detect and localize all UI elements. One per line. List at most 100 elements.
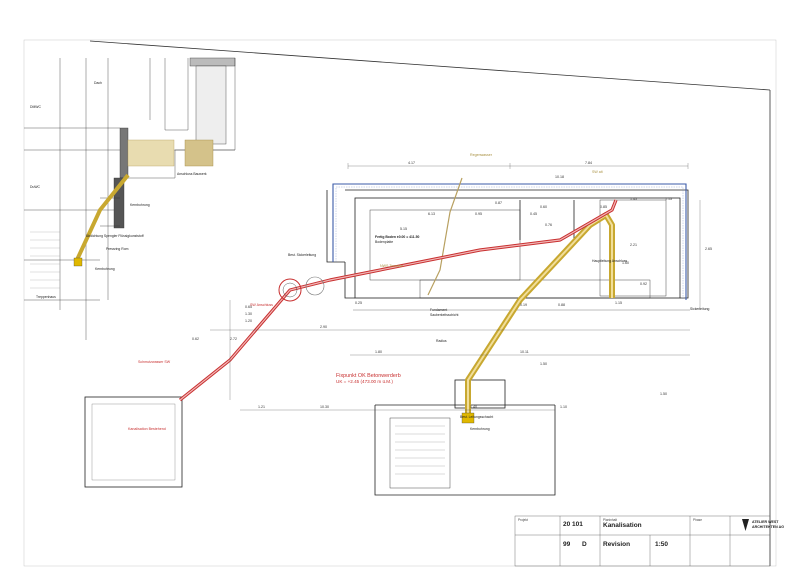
manhole-1-inner xyxy=(282,282,298,298)
pipe-main-gold xyxy=(465,212,615,420)
manhole-1 xyxy=(278,278,302,302)
label-sauberkeit: Sauberkeitsschicht xyxy=(430,313,459,317)
dim-150b: 1.50 xyxy=(660,392,667,396)
label-dmwc: DMWC xyxy=(30,105,41,109)
tb-phase-no: 99 xyxy=(563,541,571,548)
label-sw-alt: SW alt xyxy=(592,170,603,174)
label-sickerleitung: Sickerleitung xyxy=(690,307,710,311)
label-schmutzwasser: Schmutzwasser SW xyxy=(138,360,171,364)
inspection-shaft xyxy=(454,379,506,409)
dim-150: 1.50 xyxy=(540,362,547,366)
dim-784: 7.84 xyxy=(585,161,592,165)
dim-121: 1.21 xyxy=(258,405,265,409)
stair-left xyxy=(30,231,60,289)
stair-hatch-lower xyxy=(395,425,445,475)
label-best-leitung: Best. Leitungsschacht xyxy=(460,415,493,419)
dim-1030: 10.30 xyxy=(320,405,329,409)
dimension-lines xyxy=(210,163,701,411)
label-treppenhaus: Treppenhaus xyxy=(36,295,56,299)
label-bodenplatte: Bodenplatte xyxy=(375,240,393,244)
dim-1011: 10.11 xyxy=(520,350,529,354)
dim-045: 0.45 xyxy=(530,212,537,216)
dim-290: 2.90 xyxy=(320,325,327,329)
dim-1018: 10.18 xyxy=(555,175,564,179)
dim-120: 1.20 xyxy=(245,319,252,323)
tb-firm-line2: ARCHITEKTEN AG xyxy=(752,525,785,529)
dim-265: 2.65 xyxy=(705,247,712,251)
sheet-diagonal xyxy=(89,40,771,91)
plan-labels: DMWC DuWC Treppenhaus Dach Anschluss Bau… xyxy=(30,81,710,431)
label-kernbohrung-top: Kernbohrung xyxy=(130,203,150,207)
dim-062: 0.62 xyxy=(192,337,199,341)
dim-060: 0.60 xyxy=(540,205,547,209)
core-drill-bottom xyxy=(461,412,475,424)
stub-building-inner xyxy=(91,403,176,481)
dim-160: 1.60 xyxy=(622,261,629,265)
label-hauptleitung: Hauptleitung Anschluss xyxy=(592,259,628,263)
pipe-red xyxy=(179,199,618,402)
dim-085: 0.85 xyxy=(600,205,607,209)
label-fixpunkt-sub: UK = +2.45 (473.00 m ü.M.) xyxy=(336,379,393,384)
pipe-left-gold xyxy=(74,173,130,263)
dim-095: 0.95 xyxy=(475,212,482,216)
manhole-2 xyxy=(305,276,325,296)
dim-417: 4.17 xyxy=(408,161,415,165)
core-drill-left xyxy=(73,257,83,267)
label-fundament: Fundament xyxy=(430,308,447,312)
dim-025: 0.25 xyxy=(355,301,362,305)
dim-221: 2.21 xyxy=(630,243,637,247)
label-dach: Dach xyxy=(94,81,102,85)
dim-145: 1.45 xyxy=(630,197,637,201)
label-regen: Regenwasser xyxy=(470,153,493,157)
label-pressring: Pressring Rom xyxy=(106,247,129,251)
firm-logo-icon xyxy=(742,519,749,531)
tb-phase-label: Phase xyxy=(693,518,703,522)
label-abdichtung: Abdichtung Spengler Flüssigkunststoff xyxy=(86,234,144,238)
dim-272: 2.72 xyxy=(230,337,237,341)
plan-outline xyxy=(326,189,690,311)
tb-firm-line1: ATELIER WEST xyxy=(752,520,779,524)
pipe-secondary-gold xyxy=(427,177,463,296)
dim-110: 1.10 xyxy=(560,405,567,409)
dim-088: 0.88 xyxy=(558,303,565,307)
label-radius: Radius xyxy=(436,339,447,343)
label-nws: NWS Terrasse xyxy=(380,264,403,268)
plan-labels-colored: Fixpunkt OK Betonwerderb UK = +2.45 (473… xyxy=(128,153,603,431)
dim-019: 0.19 xyxy=(520,303,527,307)
pipe-red-core xyxy=(179,199,617,401)
tb-scale: 1:50 xyxy=(655,541,669,548)
section-left xyxy=(24,57,236,340)
title-block xyxy=(514,515,771,567)
dim-180: 1.80 xyxy=(375,350,382,354)
label-kernbohrung-bottom: Kernbohrung xyxy=(470,427,490,431)
dimension-labels: 4.17 7.84 2.90 10.11 1.80 10.30 1.40 1.2… xyxy=(192,161,712,409)
dim-115b: 1.15 xyxy=(615,301,622,305)
dim-515: 5.15 xyxy=(400,227,407,231)
label-kanalisation: Kanalisation Bestehend xyxy=(128,427,166,431)
label-sw-anschluss: SW Anschluss xyxy=(250,303,273,307)
tb-plan-title: Kanalisation xyxy=(603,522,642,529)
dim-065: 0.65 xyxy=(245,305,252,309)
tb-plan-label: Planinhalt xyxy=(603,518,617,522)
drain-blue xyxy=(332,183,687,300)
label-best-sickerleitung: Best. Sickerleitung xyxy=(288,253,316,257)
tb-revision-label: Revision xyxy=(603,541,631,548)
label-fixpunkt: Fixpunkt OK Betonwerderb xyxy=(336,373,401,379)
dim-076: 0.76 xyxy=(545,223,552,227)
label-kernbohrung-left: Kernbohrung xyxy=(95,267,115,271)
dim-140: 1.40 xyxy=(470,405,477,409)
sheet-border xyxy=(23,39,777,567)
tb-project-no: 20 101 xyxy=(563,521,583,528)
drain-blue-inner xyxy=(335,186,684,300)
stub-building xyxy=(84,396,183,488)
label-fertig-boden: Fertig Boden ±0.00 = 411.50 xyxy=(375,235,419,239)
dim-087: 0.87 xyxy=(495,201,502,205)
label-duwc: DuWC xyxy=(30,185,41,189)
dim-092: 0.92 xyxy=(640,282,647,286)
pipe-main-gold-core xyxy=(467,214,613,420)
dim-130: 1.30 xyxy=(245,312,252,316)
dim-613: 6.13 xyxy=(428,212,435,216)
dim-115: 1.15 xyxy=(665,197,672,201)
tb-revision-letter: D xyxy=(582,541,587,548)
